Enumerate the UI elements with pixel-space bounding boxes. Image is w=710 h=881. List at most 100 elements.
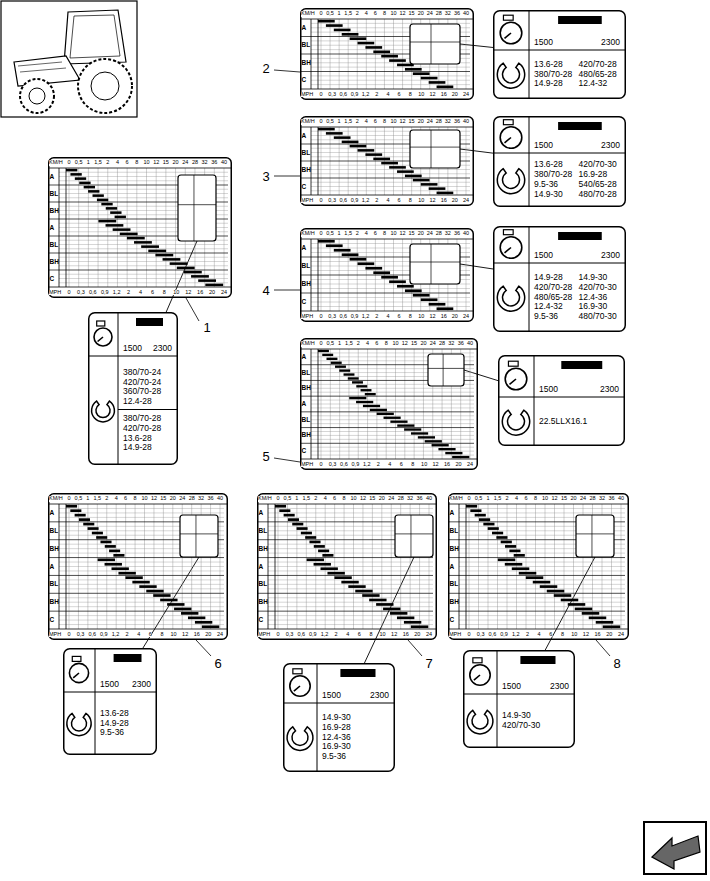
grid-line	[459, 588, 625, 589]
kmh-value: 24	[427, 11, 433, 17]
box-divider	[534, 355, 535, 446]
grid-line	[59, 620, 224, 621]
kmh-value: 40	[618, 496, 624, 502]
rpm-bar	[558, 232, 602, 240]
speed-bar	[389, 166, 406, 169]
gear-range: BH	[50, 545, 59, 552]
tachometer-needle	[294, 686, 300, 691]
mph-value: 4	[346, 632, 349, 638]
speed-bar	[170, 262, 188, 265]
mph-value: 0	[319, 92, 322, 98]
kmh-value: 40	[217, 496, 223, 502]
mph-value: 1,2	[321, 632, 329, 638]
tyre-icon	[497, 169, 524, 194]
kmh-value: 32	[202, 160, 208, 166]
tyre-size: 420/70-24	[123, 378, 161, 387]
grid-line	[311, 431, 474, 432]
kmh-value: 2	[357, 341, 360, 347]
inset-panel	[428, 354, 464, 386]
callout-number: 8	[613, 657, 620, 670]
tachometer-icon	[505, 368, 527, 390]
mph-value: 12	[429, 198, 435, 204]
tyre-size: 9.5-36	[534, 312, 558, 321]
speed-bar	[88, 190, 99, 193]
kmh-value: 28	[439, 341, 445, 347]
grid-line	[59, 265, 228, 266]
speed-bar	[498, 558, 515, 561]
speed-bar	[470, 509, 481, 512]
kmh-value: 10	[392, 341, 398, 347]
mph-value: 12	[583, 632, 589, 638]
mph-value: 1,2	[512, 632, 520, 638]
tyre-speed-box: 15002300380/70-24420/70-24360/70-2812.4-…	[88, 312, 178, 465]
kmh-value: 24	[182, 160, 188, 166]
tyre-size: 420/70-28	[579, 60, 617, 69]
speed-chart-decal: KM/H00,511,52468101215202428323640MPH00,…	[300, 8, 474, 100]
mph-value: 1,2	[112, 632, 120, 638]
grid-line	[459, 620, 625, 621]
kmh-value: 2	[356, 231, 359, 237]
chart-border	[301, 339, 478, 470]
leader-line	[408, 640, 422, 656]
tyre-size: 480/65-28	[534, 293, 572, 302]
kmh-value: 6	[374, 119, 377, 125]
kmh-value: 10	[143, 160, 149, 166]
kmh-value: 20	[418, 119, 424, 125]
mph-value: 0,9	[351, 92, 359, 98]
chart-graphic	[300, 338, 478, 470]
speed-bar	[479, 518, 490, 521]
speed-bar	[163, 258, 181, 261]
mph-value: 10	[170, 632, 176, 638]
kmh-value: 15	[163, 160, 169, 166]
leader-connector	[460, 264, 493, 269]
tyre-size: 12.4-36	[579, 293, 608, 302]
kmh-value: 1,5	[344, 231, 352, 237]
kmh-value: 0	[467, 496, 470, 502]
speed-bar	[397, 170, 414, 173]
next-page-arrow	[652, 836, 700, 869]
speed-bar	[381, 276, 398, 279]
speed-bar	[334, 576, 351, 579]
chart-rule	[48, 504, 228, 505]
mph-value: 8	[561, 632, 564, 638]
mph-value: 20	[452, 314, 458, 320]
mph-value: 2	[377, 462, 380, 468]
gear-range: BL	[50, 241, 59, 248]
speed-bar	[483, 523, 494, 526]
gear-range: C	[302, 448, 307, 455]
grid-line	[48, 575, 224, 576]
gear-range: C	[302, 77, 307, 84]
speed-bar	[79, 182, 90, 185]
grid-line	[268, 602, 433, 603]
tyre-size: 16.9-30	[322, 742, 351, 751]
grid-line	[59, 282, 228, 283]
mph-value: 12	[182, 632, 188, 638]
mph-value: 0,6	[339, 198, 347, 204]
tyre-size: 420/70-28	[123, 424, 161, 433]
speed-bar	[429, 303, 446, 306]
grid-line	[59, 615, 224, 616]
speed-bar	[342, 33, 359, 36]
kmh-value: 8	[135, 160, 138, 166]
mph-value: 16	[441, 92, 447, 98]
grid-line	[59, 584, 224, 585]
gear-range: C	[259, 617, 264, 624]
hood-grille	[18, 62, 66, 72]
tyre-icon	[287, 727, 313, 751]
tachometer-icon	[503, 15, 513, 20]
chart-border	[258, 494, 437, 640]
mph-value: 0	[276, 632, 279, 638]
kmh-value: 40	[463, 119, 469, 125]
front-rim	[29, 88, 45, 104]
speed-chart-decal: KM/H00,511,52468101215202428323640MPH00,…	[48, 157, 232, 298]
kmh-value: 15	[160, 496, 166, 502]
kmh-value: 4	[115, 496, 118, 502]
chart-border	[301, 229, 474, 322]
mph-value: 6	[400, 462, 403, 468]
axis-unit: KM/H	[301, 119, 315, 125]
grid-line	[311, 419, 474, 420]
gear-range: A	[50, 173, 55, 180]
rear-rim	[91, 72, 119, 100]
tyre-size: 14.9-30	[502, 711, 531, 720]
mph-value: 16	[595, 632, 601, 638]
